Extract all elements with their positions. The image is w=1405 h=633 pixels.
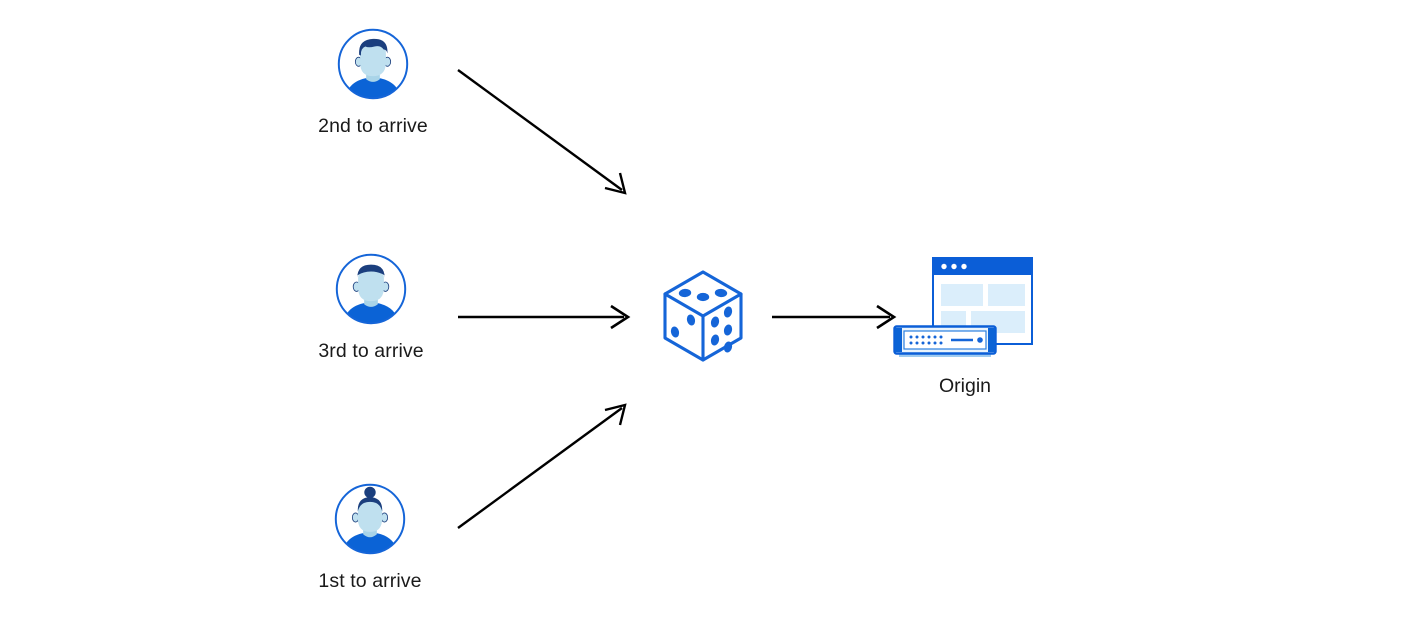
client-node-3rd[interactable]: 3rd to arrive [291,251,451,363]
origin-artwork [892,256,1038,361]
randomizer-node[interactable] [658,268,748,369]
client-label: 2nd to arrive [318,115,428,137]
arrow-client3-to-dice [458,304,631,330]
status-led-icon [976,337,983,343]
arrow-client2-to-dice [457,69,627,195]
window-dots-icon [940,263,967,270]
origin-label: Origin [938,375,992,397]
dice-face-left [670,314,696,338]
user-avatar-icon [334,483,406,555]
client-label: 3rd to arrive [318,340,424,362]
dice-icon [663,270,743,362]
client-label: 1st to arrive [318,570,422,592]
client-node-2nd[interactable]: 2nd to arrive [293,26,453,138]
dice-face-right [710,306,733,353]
client-node-1st[interactable]: 1st to arrive [290,481,450,593]
arrow-client1-to-dice [457,403,627,529]
dice-face-top [678,288,728,302]
user-avatar-icon [337,28,409,100]
port-grid-icon [909,335,942,345]
user-avatar-icon [335,253,407,325]
origin-node[interactable]: Origin [875,256,1055,398]
server-rack-icon [892,325,997,357]
